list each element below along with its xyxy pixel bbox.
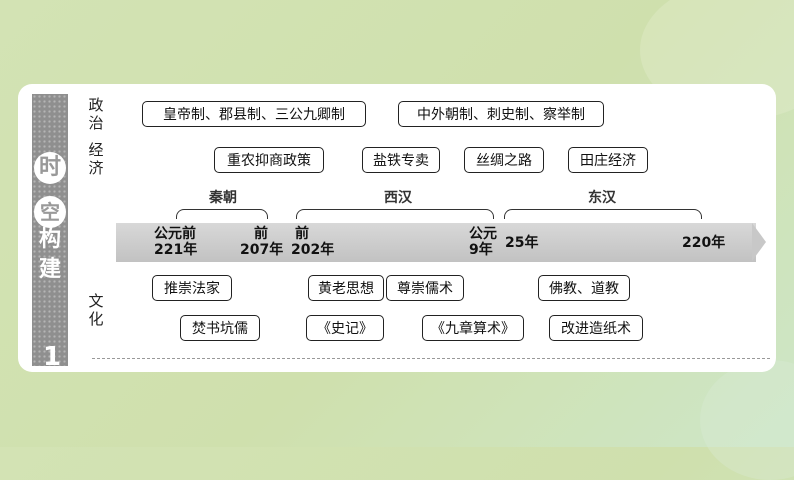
date-qin-start: 公元前 221年 [154, 226, 197, 258]
culture-box: 黄老思想 [308, 275, 384, 301]
date-text: 公元 [469, 226, 497, 242]
culture-box: 焚书坑儒 [180, 315, 260, 341]
culture-box: 改进造纸术 [549, 315, 643, 341]
category-label-culture: 文 化 [84, 292, 108, 328]
side-title-char: 建 [38, 257, 61, 282]
economy-box: 盐铁专卖 [362, 147, 440, 173]
politics-char-2: 治 [88, 114, 104, 132]
culture-box: 推崇法家 [152, 275, 232, 301]
period-bracket-xihan [296, 209, 494, 219]
politics-box: 中外朝制、刺史制、察举制 [398, 101, 604, 127]
date-text: 9年 [469, 242, 493, 258]
politics-box: 皇帝制、郡县制、三公九卿制 [142, 101, 366, 127]
date-donghan-end: 220年 [682, 235, 726, 251]
period-label-qin: 秦朝 [209, 190, 237, 206]
side-title-char: 构 [38, 227, 61, 252]
economy-box: 丝绸之路 [464, 147, 544, 173]
culture-char-2: 化 [88, 310, 104, 328]
period-label-xihan: 西汉 [384, 190, 412, 206]
background-decoration [700, 360, 794, 480]
section-number: 1 [42, 342, 62, 372]
economy-char-2: 济 [88, 159, 104, 177]
dashed-divider [92, 358, 770, 359]
culture-char-1: 文 [88, 292, 104, 310]
economy-box: 田庄经济 [568, 147, 648, 173]
date-xihan-end: 公元 9年 [469, 226, 497, 258]
side-title-char: 时 [34, 152, 66, 184]
date-text: 221年 [154, 242, 198, 258]
date-text: 公元前 [154, 226, 196, 242]
economy-box: 重农抑商政策 [214, 147, 324, 173]
category-label-economy: 经 济 [84, 141, 108, 177]
side-title-strip [32, 94, 68, 366]
date-qin-end: 前 207年 [240, 226, 283, 258]
side-title-char: 空 [34, 196, 66, 228]
culture-box: 尊崇儒术 [386, 275, 464, 301]
date-text: 前 [254, 226, 268, 242]
category-label-politics: 政 治 [84, 96, 108, 132]
date-text: 前 [295, 226, 309, 242]
politics-char-1: 政 [88, 96, 104, 114]
date-text: 207年 [240, 242, 284, 258]
culture-box: 《史记》 [306, 315, 384, 341]
economy-char-1: 经 [88, 141, 104, 159]
period-bracket-donghan [504, 209, 702, 219]
culture-box: 佛教、道教 [538, 275, 630, 301]
date-donghan-start: 25年 [505, 235, 539, 251]
timeline-bar [116, 223, 756, 262]
date-xihan-start: 前 202年 [291, 226, 334, 258]
culture-box: 《九章算术》 [422, 315, 524, 341]
timeline-arrow [752, 223, 766, 261]
date-text: 202年 [291, 242, 335, 258]
period-bracket-qin [176, 209, 268, 219]
period-label-donghan: 东汉 [588, 190, 616, 206]
